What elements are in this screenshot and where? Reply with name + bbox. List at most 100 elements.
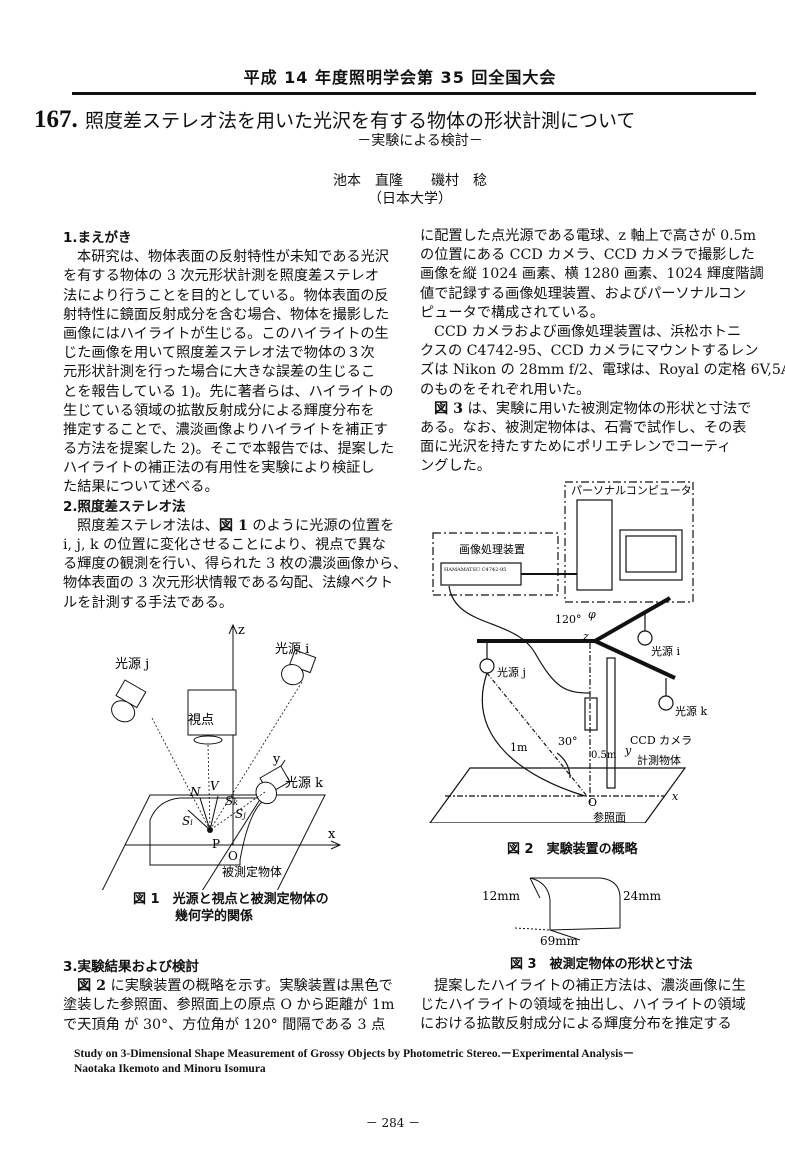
english-title: Study on 3-Dimensional Shape Measurement… — [74, 1048, 635, 1060]
light-i-icon — [281, 649, 317, 686]
p-label: P — [212, 837, 220, 851]
ccd-camera-icon — [584, 697, 598, 731]
text-line: じた画像を用いて照度差ステレオ法で物体の３次 — [63, 345, 375, 362]
left-column-text: 1.まえがき本研究は、物体表面の反射特性が未知である光沢を有する物体の 3 次元… — [63, 229, 408, 613]
text-line: ルを計測する手法である。 — [63, 594, 234, 611]
figure2-diagram: パーソナルコンピュータ 画像処理装置 HAMAMATSU C4742-95 12… — [429, 481, 707, 823]
dim-24mm: 24mm — [623, 889, 662, 903]
section-heading: 1.まえがき — [63, 230, 132, 246]
text-line: 元形状計測を行った場合に大きな誤差の生じるこ — [63, 364, 376, 381]
figure1-caption-2: 幾何学的関係 — [175, 909, 254, 924]
text-line: た結果について述べる。 — [63, 479, 219, 496]
view-vector-label: V — [210, 779, 220, 793]
pc-label: パーソナルコンピュータ — [571, 484, 692, 497]
text-line: ングした。 — [420, 458, 491, 475]
object-label: 被測定物体 — [222, 864, 282, 879]
camera-icon — [187, 689, 237, 736]
figure-reference: 図 2 — [77, 978, 106, 995]
plane-label: 参照面 — [593, 810, 626, 823]
point-p — [207, 827, 213, 833]
right-bottom-text: 提案したハイライトの補正方法は、濃淡画像に生じたハイライトの領域を抽出し、ハイラ… — [420, 977, 770, 1035]
light-i-label: 光源 i — [651, 644, 680, 658]
line-text: 照度差ステレオ法は、 — [77, 517, 219, 534]
text-line: に配置した点光源である電球、z 軸上で高さが 0.5m — [420, 228, 757, 244]
text-line: における拡散反射成分による輝度分布を推定する — [420, 1016, 732, 1033]
device-name-label: HAMAMATSU C4742-95 — [444, 567, 506, 573]
sj-label: Sj — [235, 807, 246, 821]
text-line: CCD カメラおよび画像処理装置は、浜松ホトニ — [420, 323, 770, 342]
text-line: ピュータで構成されている。 — [420, 304, 605, 321]
text-line: 値で記録する画像処理装置、およびパーソナルコン — [420, 285, 747, 302]
figure1-diagram: z y x 光源 i 光源 j 光源 k 視点 N V Si Sj Sk P O… — [101, 623, 342, 890]
processor-label: 画像処理装置 — [459, 543, 525, 556]
text-line: 面に光沢を持たすためにポリエチレンでコーティ — [420, 439, 732, 456]
dim-69mm: 69mm — [540, 934, 579, 948]
phi-label: φ — [588, 608, 596, 621]
english-authors: Naotaka Ikemoto and Minoru Isomura — [74, 1063, 266, 1075]
figure2-caption: 図 2 実験装置の概略 — [507, 842, 638, 857]
text-line: を有する物体の 3 次元形状計測を照度差ステレオ — [63, 268, 379, 285]
paper-number: 167. — [34, 106, 78, 133]
line-text: CCD カメラおよび画像処理装置は、浜松ホトニ — [434, 323, 742, 340]
z-label: z — [582, 630, 589, 643]
angle-120-label: 120° — [555, 613, 582, 626]
text-line: 推定することで、濃淡画像よりハイライトを補正す — [63, 421, 388, 438]
text-line: 提案したハイライトの補正方法は、濃淡画像に生 — [420, 977, 770, 996]
text-line: ズは Nikon の 28mm f/2、電球は、Royal の定格 6V,5A — [420, 362, 785, 379]
origin-label: O — [588, 796, 597, 809]
arm-k — [594, 639, 676, 680]
text-line: 図 3 は、実験に用いた被測定物体の形状と寸法で — [420, 400, 770, 419]
line-text: 提案したハイライトの補正方法は、濃淡画像に生 — [434, 978, 746, 994]
section3-text: 3.実験結果および検討図 2 に実験装置の概略を示す。実験装置は黒色で塗装した参… — [63, 958, 408, 1035]
text-line: 本研究は、物体表面の反射特性が未知である光沢 — [63, 248, 408, 267]
text-line: ある。なお、被測定物体は、石膏で試作し、その表 — [420, 419, 747, 436]
origin-label: O — [228, 849, 238, 863]
text-line: る輝度の観測を行い、得られた 3 枚の濃淡画像から、 — [63, 556, 408, 573]
figure-reference: 図 1 — [218, 517, 248, 534]
sk-label: Sk — [225, 794, 238, 808]
normal-vector-label: N — [189, 785, 201, 799]
dim-12mm: 12mm — [482, 889, 521, 903]
arm-i — [594, 596, 671, 643]
text-line: 画像を縦 1024 画素、横 1280 画素、1024 輝度階調 — [420, 266, 764, 283]
affiliation: （日本大学） — [368, 191, 452, 207]
section-heading: 2.照度差ステレオ法 — [63, 498, 186, 515]
section-heading: 3.実験結果および検討 — [63, 959, 200, 975]
reference-plane — [429, 767, 687, 823]
bulb-i-icon — [637, 630, 653, 646]
figure1-caption-1: 図 1 光源と視点と被測定物体の — [133, 892, 329, 907]
text-line: i, j, k の位置に変化させることにより、視点で異な — [63, 537, 386, 553]
x-label: x — [672, 790, 679, 803]
text-line: ハイライトの補正法の有用性を実験により検証し — [63, 460, 375, 477]
angle-30-label: 30° — [558, 735, 578, 748]
line-text: 本研究は、物体表面の反射特性が未知である光沢 — [77, 249, 389, 266]
y-label: y — [624, 744, 632, 757]
bulb-j-icon — [479, 658, 495, 674]
line-text: に実験装置の概略を示す。実験装置は黒色で — [106, 978, 393, 995]
paper-subtitle: －実験による検討－ — [357, 133, 483, 149]
light-j-label: 光源 j — [115, 657, 149, 672]
viewpoint-label: 視点 — [188, 713, 214, 728]
figure-reference: 図 3 — [434, 400, 463, 417]
paper-title: 照度差ステレオ法を用いた光沢を有する物体の形状計測について — [85, 110, 636, 132]
text-line: で天頂角 が 30°、方位角が 120° 間隔である 3 点 — [63, 1016, 386, 1033]
text-line: じたハイライトの領域を抽出し、ハイライトの領域 — [420, 997, 746, 1014]
line-text: のように光源の位置を — [247, 517, 395, 534]
camera-label: CCD カメラ — [630, 734, 692, 747]
figure3-diagram: 12mm 24mm 69mm — [482, 877, 662, 948]
light-j-label: 光源 j — [497, 665, 526, 679]
reference-plane — [101, 794, 326, 890]
light-i-label: 光源 i — [275, 642, 309, 657]
si-label: Si — [182, 814, 193, 828]
text-line: 射特性に鏡面反射成分を含む場合、物体を撮影した — [63, 306, 390, 323]
camera-stand — [606, 657, 616, 789]
english-info: Study on 3-Dimensional Shape Measurement… — [74, 1047, 634, 1077]
x-label: x — [328, 827, 336, 842]
text-line: クスの C4742-95、CCD カメラにマウントするレン — [420, 343, 759, 360]
cable — [448, 585, 591, 694]
header-rule — [72, 92, 756, 95]
pc-box — [564, 481, 694, 603]
figure3-caption: 図 3 被測定物体の形状と寸法 — [510, 957, 693, 972]
processor-box — [432, 532, 559, 596]
